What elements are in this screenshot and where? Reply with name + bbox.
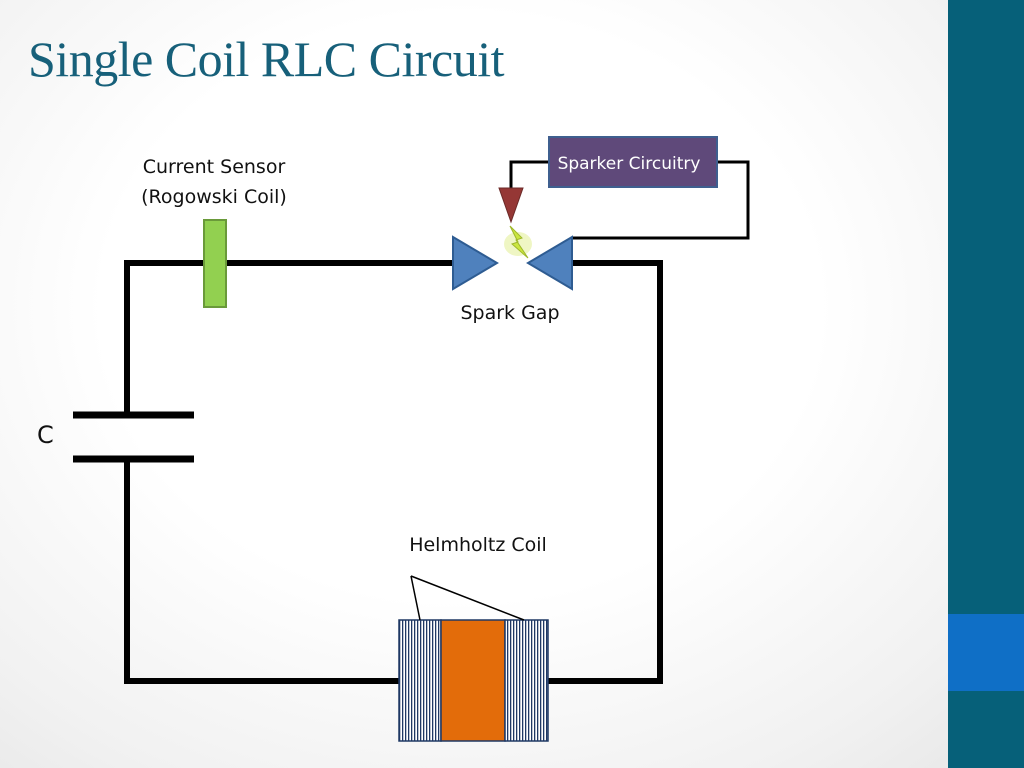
slide-title: Single Coil RLC Circuit: [28, 31, 505, 87]
spark-gap-electrode-left: [452, 235, 499, 291]
capacitor-label: C: [37, 421, 54, 449]
trigger-arrow: [498, 187, 524, 224]
left-upper-wire: [124, 260, 463, 415]
sparker-return-wire: [572, 160, 750, 240]
coil-winding-left: [398, 619, 442, 742]
helmholtz-coil-pointer: [410, 575, 525, 621]
sparker-circuitry-box: [548, 136, 718, 188]
spark-gap-label: Spark Gap: [460, 302, 559, 324]
current-sensor-label-line2: (Rogowski Coil): [141, 186, 287, 208]
spark-icon: [504, 225, 532, 259]
sparker-wires: [509, 160, 750, 240]
coil-core: [440, 619, 506, 742]
bottom-left-wire: [124, 457, 403, 684]
coil-winding-right: [504, 619, 549, 742]
current-sensor-label-line1: Current Sensor: [143, 156, 286, 178]
helmholtz-coil-label: Helmholtz Coil: [409, 534, 547, 556]
current-sensor: [203, 219, 227, 308]
capacitor: [73, 411, 194, 463]
spark-gap-electrode-right: [526, 235, 573, 291]
sparker-circuitry-label: Sparker Circuitry: [558, 154, 701, 174]
sparker-trigger-wire: [509, 160, 549, 188]
side-accent-block: [948, 614, 1024, 691]
rlc-circuit-diagram: C Current Sensor (Rogowski Coil) Sparker…: [37, 136, 750, 742]
right-wire: [543, 260, 663, 684]
helmholtz-coil: [398, 619, 549, 742]
circuit-wires: [124, 260, 663, 684]
